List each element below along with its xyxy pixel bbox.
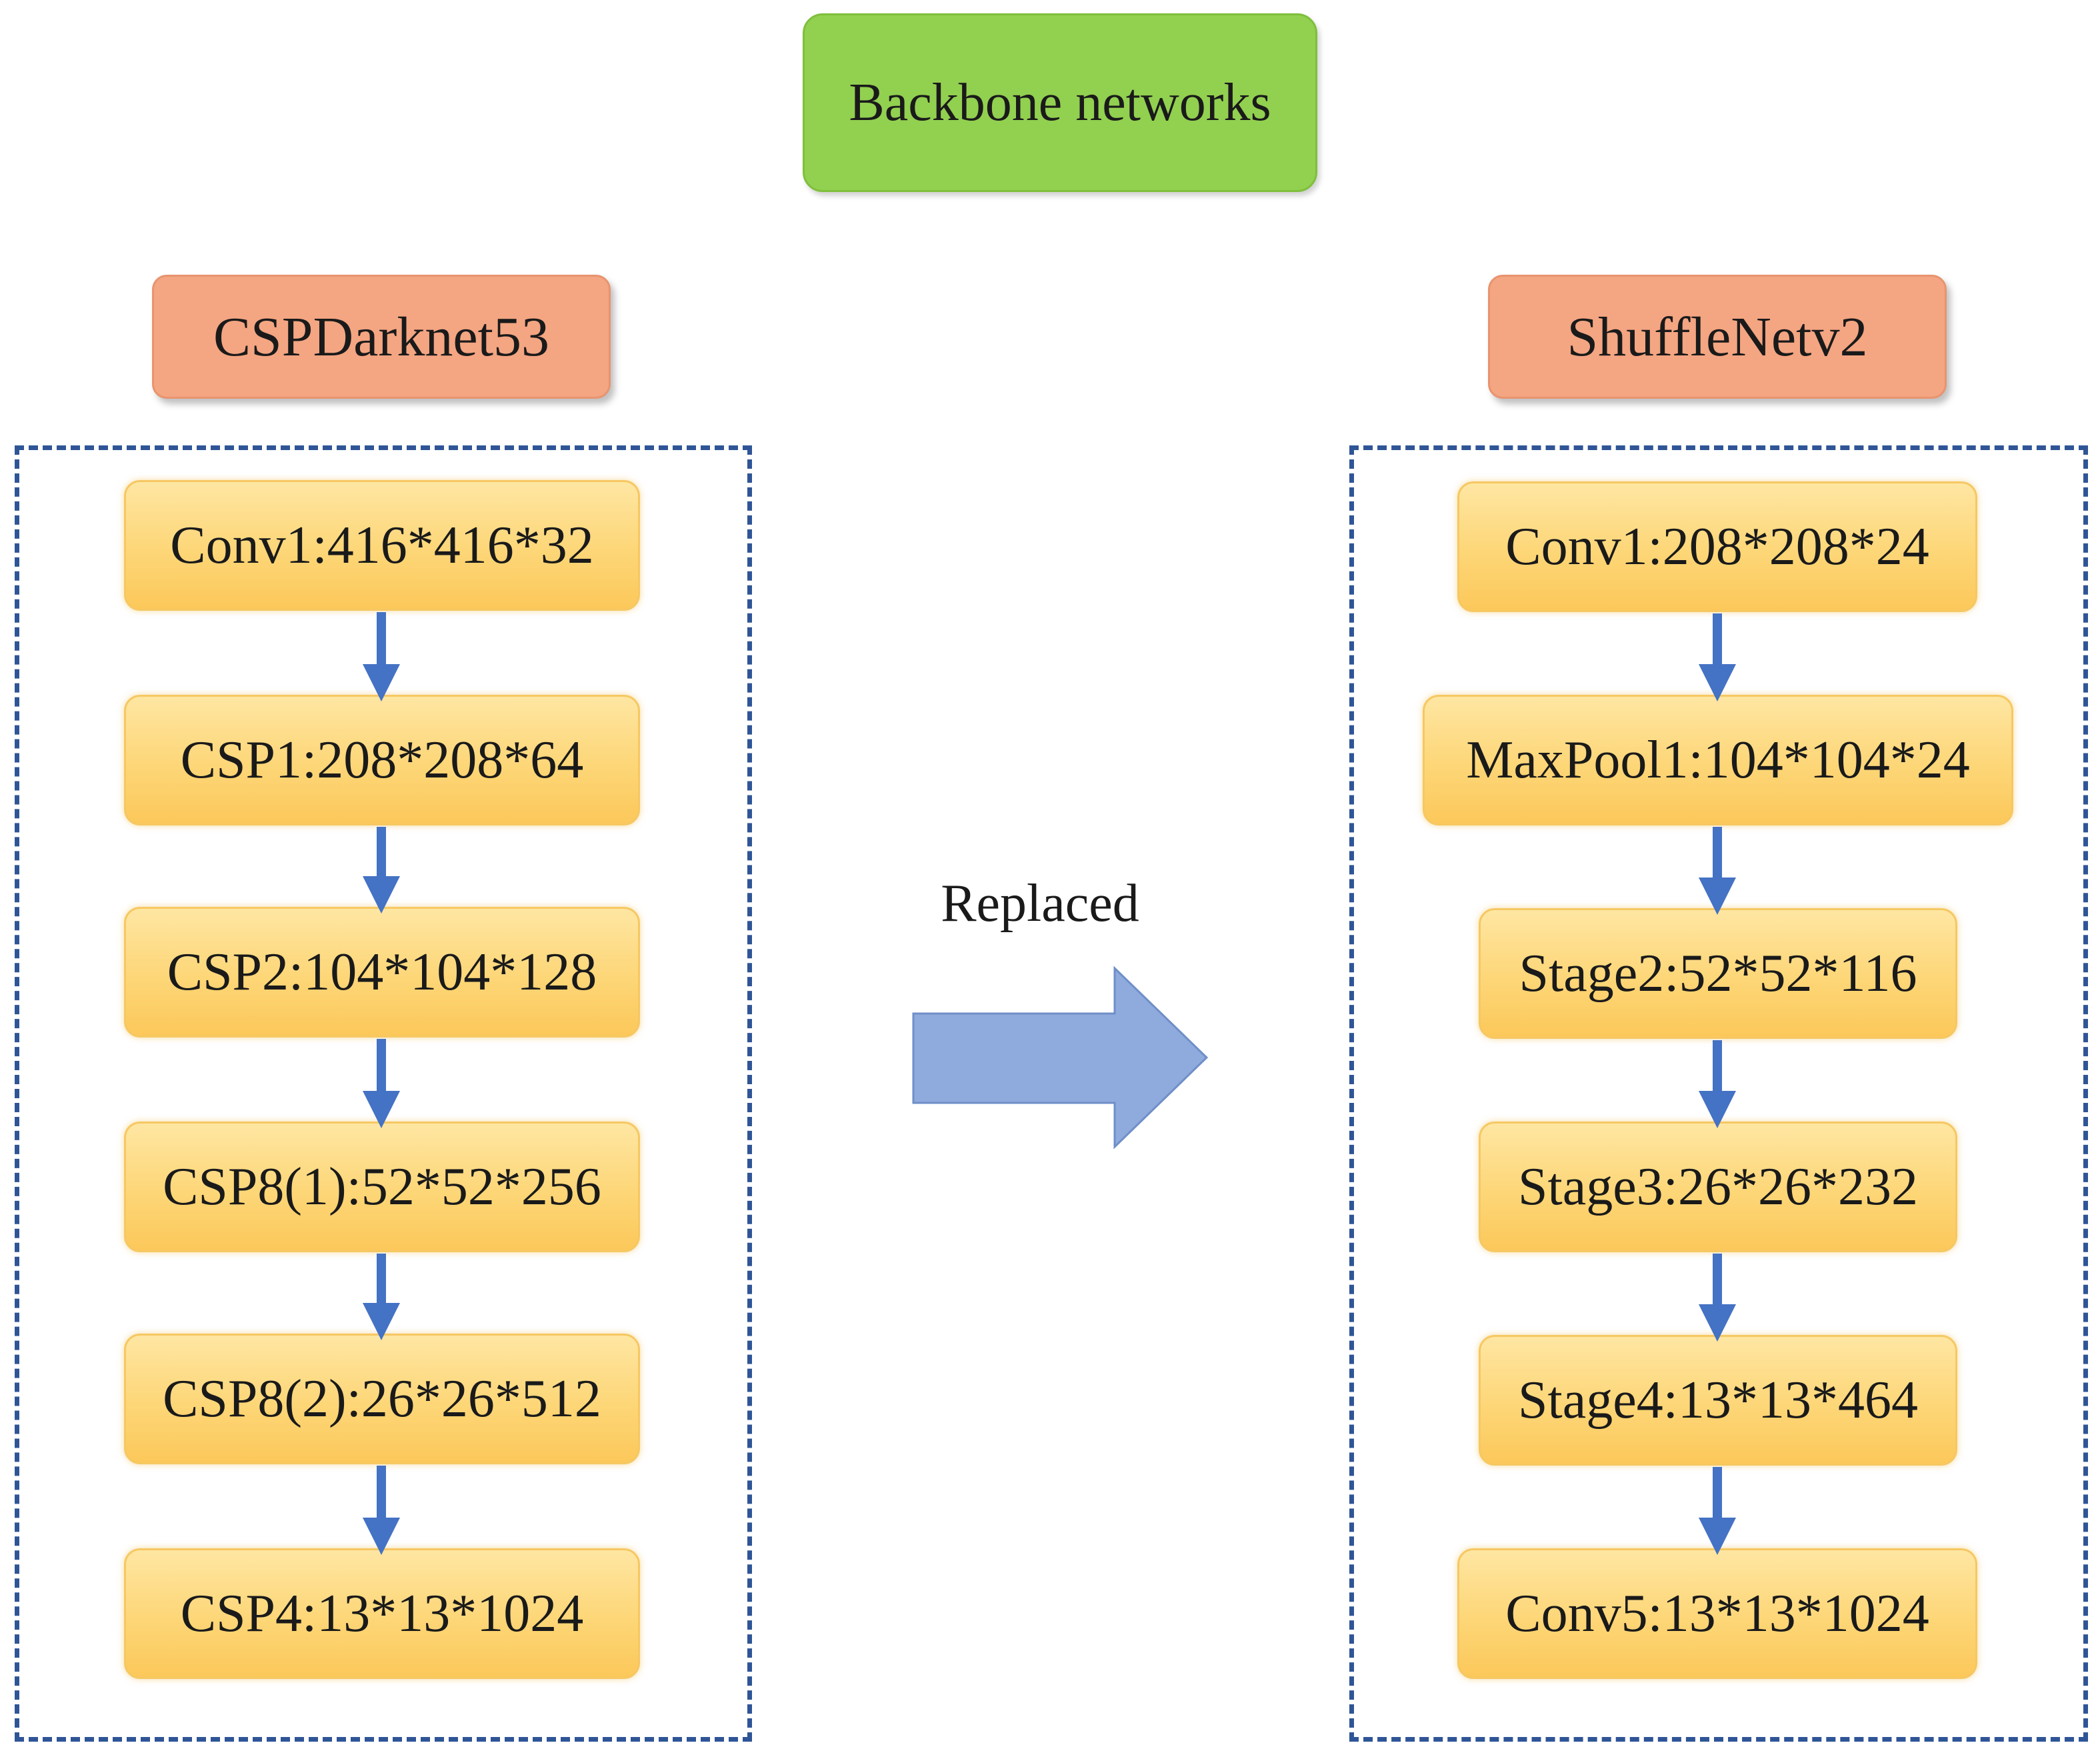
- cspdarknet53-frame: [15, 445, 752, 1742]
- right-layer-1: Conv1:208*208*24: [1457, 481, 1977, 612]
- replaced-arrow: [912, 966, 1209, 1150]
- cspdarknet53-header: CSPDarknet53: [152, 275, 611, 399]
- left-layer-5: CSP8(2):26*26*512: [124, 1334, 640, 1464]
- right-layer-3: Stage2:52*52*116: [1479, 908, 1957, 1039]
- replaced-label: Replaced: [941, 873, 1139, 933]
- diagram-title: Backbone networks: [803, 13, 1317, 192]
- right-layer-6: Conv5:13*13*1024: [1457, 1548, 1977, 1679]
- right-layer-2: MaxPool1:104*104*24: [1423, 695, 2013, 825]
- left-layer-2: CSP1:208*208*64: [124, 695, 640, 825]
- left-layer-6: CSP4:13*13*1024: [124, 1548, 640, 1679]
- shufflenetv2-header: ShuffleNetv2: [1488, 275, 1947, 399]
- left-layer-4: CSP8(1):52*52*256: [124, 1122, 640, 1252]
- right-layer-5: Stage4:13*13*464: [1479, 1335, 1957, 1466]
- left-layer-3: CSP2:104*104*128: [124, 907, 640, 1038]
- left-layer-1: Conv1:416*416*32: [124, 480, 640, 611]
- shufflenetv2-frame: [1349, 445, 2088, 1742]
- right-layer-4: Stage3:26*26*232: [1479, 1122, 1957, 1252]
